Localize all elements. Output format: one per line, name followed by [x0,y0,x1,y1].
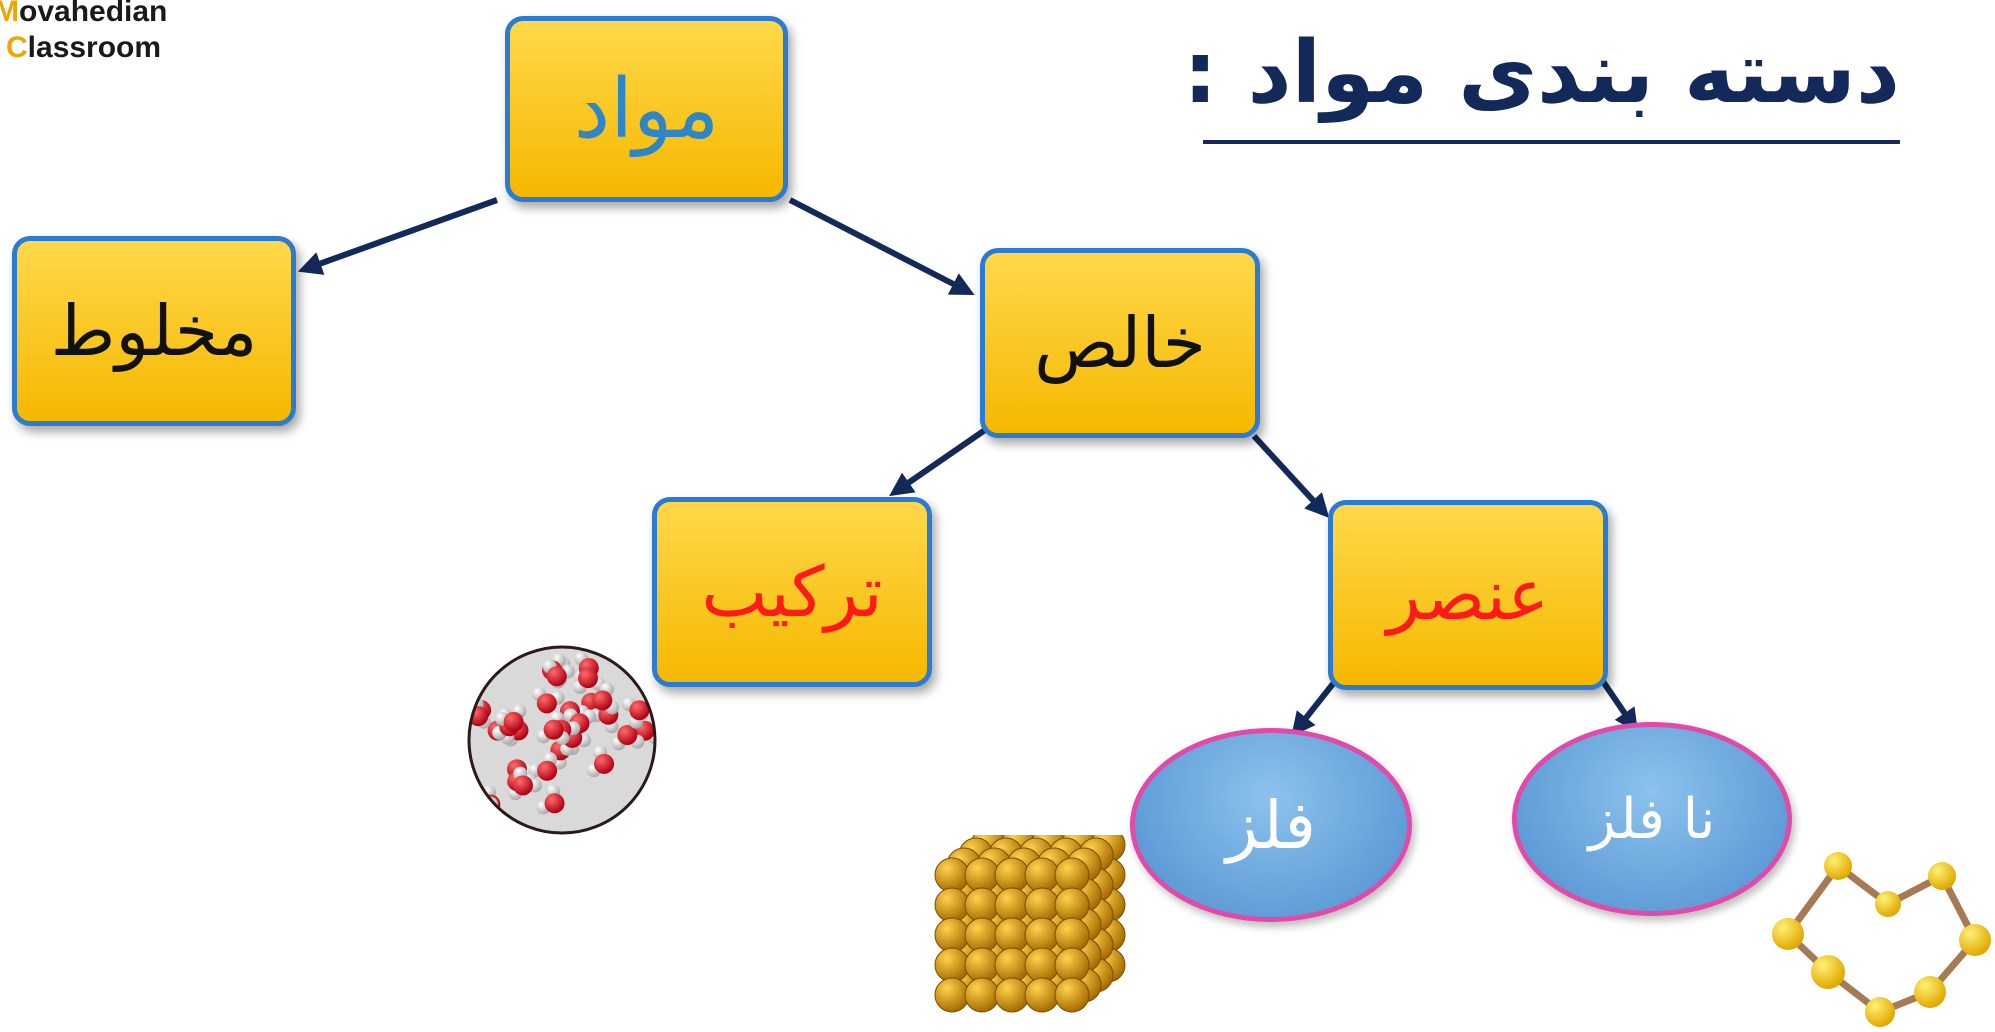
oxygen-atom [544,793,565,814]
arrow-khales-to-onsor [1251,433,1330,518]
brand-line2: lassroom [27,31,162,64]
metal-atom [934,857,970,893]
arrow-onsor-to-felez [1291,678,1339,737]
node-onsor: عنصر [1328,500,1608,690]
metal-atom [934,947,970,983]
metal-atom [1054,917,1090,953]
node-nafelez: نا فلز [1512,722,1792,916]
oxygen-atom [592,690,613,711]
hydrogen-atom [487,815,502,830]
metal-atom [1054,947,1090,983]
page-title: دسته بندی مواد : [1183,23,1900,123]
metal-atom [1024,947,1060,983]
arrow-mavad-to-makhlut [297,197,499,275]
node-makhlut: مخلوط [12,236,296,426]
metal-atom [1024,917,1060,953]
hydrogen-atom [472,801,487,816]
metal-atom [994,947,1030,983]
node-felez: فلز [1130,728,1412,922]
metal-lattice-icon [934,835,1126,1013]
oxygen-atom [546,666,567,687]
metal-atom [1024,857,1060,893]
metal-atom [934,977,970,1013]
arrow-khales-to-tarkib [889,427,987,497]
oxygen-atom [631,802,652,823]
metal-atom [964,857,1000,893]
nonmetal-molecule-icon [1772,852,1991,1027]
hydrogen-atom [646,805,655,820]
hydrogen-atom [474,813,489,828]
oxygen-atom [512,775,533,796]
compound-molecule-icon [467,645,657,835]
metal-atom [1054,857,1090,893]
brand-initial-m: M [0,0,19,28]
oxygen-atom [537,760,558,781]
node-khales: خالص [980,248,1260,438]
metal-atom [934,917,970,953]
brand-initial-c: C [6,31,28,64]
metal-atom [994,977,1030,1013]
oxygen-atom [503,711,524,732]
brand-logo: Movahedian Classroom [0,0,167,66]
node-tarkib: ترکیب [652,497,932,687]
oxygen-atom [577,668,598,689]
metal-atom [964,947,1000,983]
metal-atom [1054,977,1090,1013]
metal-atom [964,887,1000,923]
metal-atom [994,887,1030,923]
metal-atom [964,977,1000,1013]
title-underline [1203,140,1900,144]
brand-line1: ovahedian [19,0,168,28]
oxygen-atom [594,753,615,774]
oxygen-atom [617,725,638,746]
arrow-mavad-to-khales [788,197,975,295]
oxygen-atom [475,804,496,825]
metal-atom [934,887,970,923]
metal-atom [994,857,1030,893]
metal-atom [1024,977,1060,1013]
oxygen-atom [543,719,564,740]
oxygen-atom [629,700,650,721]
metal-atom [1054,887,1090,923]
oxygen-atom [536,693,557,714]
metal-atom [994,917,1030,953]
arrow-onsor-to-nafelez [1599,678,1639,733]
metal-atom [964,917,1000,953]
metal-atom [1024,887,1060,923]
node-mavad: مواد [505,16,788,202]
